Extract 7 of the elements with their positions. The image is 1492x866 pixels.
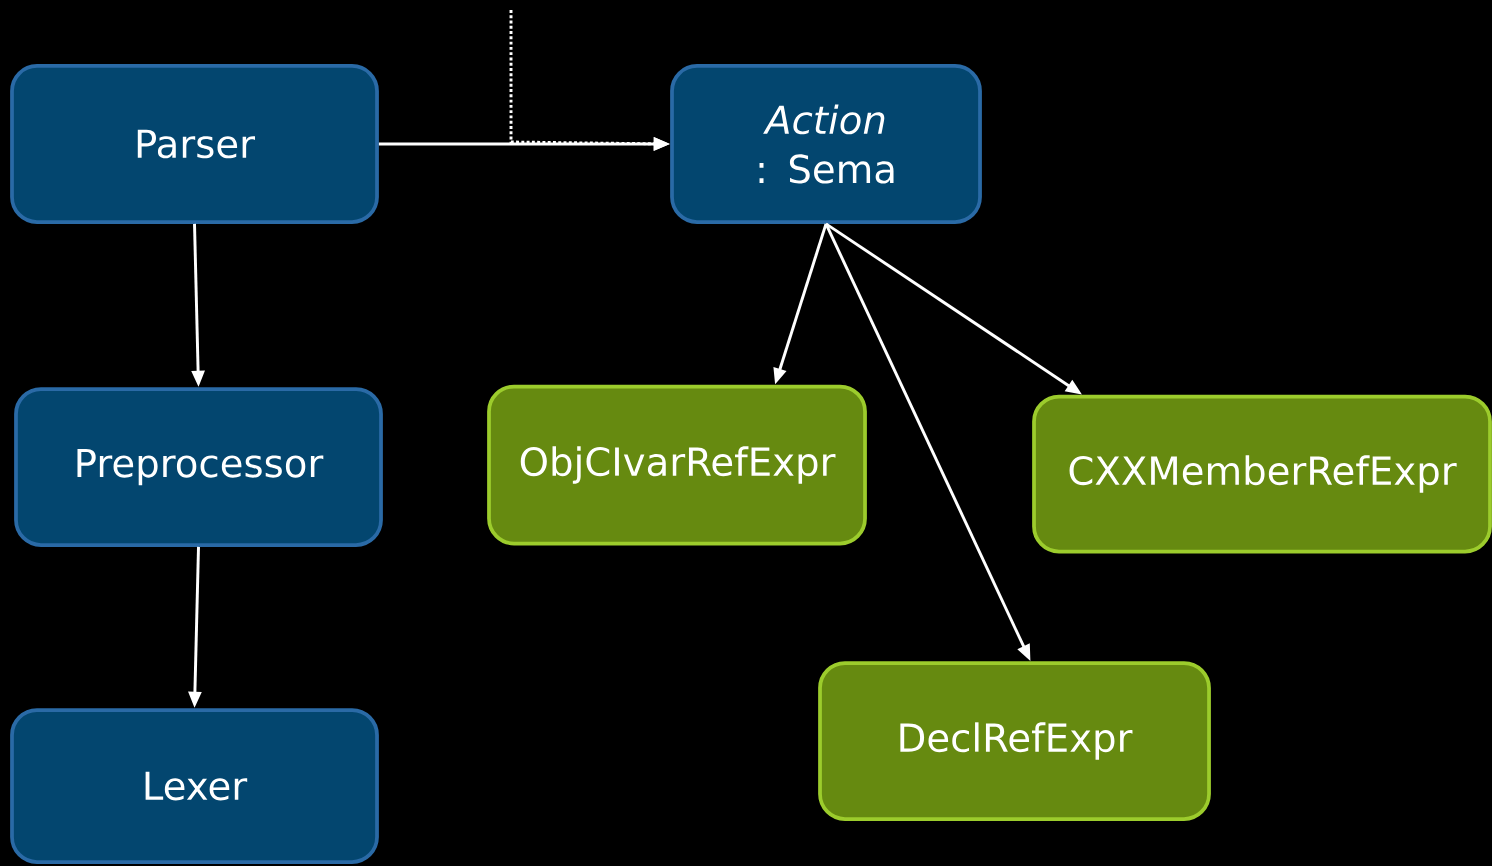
process-box: Lexer <box>10 708 379 864</box>
process-box: Preprocessor <box>14 387 383 547</box>
process-box: Parser <box>10 64 379 224</box>
process-box: Action : Sema <box>670 64 982 224</box>
expression-box: CXXMemberRefExpr <box>1032 394 1492 554</box>
expression-box: DeclRefExpr <box>818 661 1211 821</box>
expression-box: ObjCIvarRefExpr <box>487 384 867 546</box>
